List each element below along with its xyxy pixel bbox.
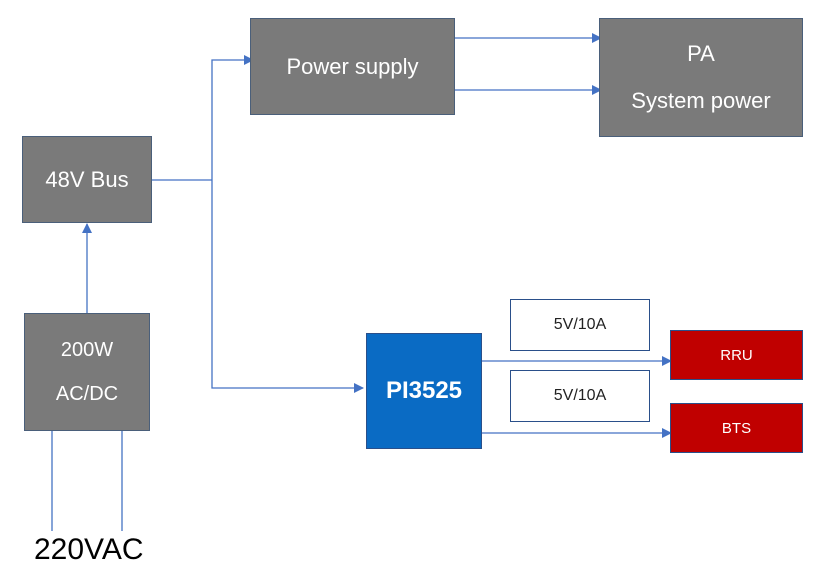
rating-top-label: 5V/10A	[553, 316, 607, 333]
acdc-type-label: AC/DC	[55, 382, 119, 405]
rru-label: RRU	[720, 346, 753, 364]
bts-label: BTS	[721, 419, 752, 437]
pa-block: PA System power	[599, 18, 803, 137]
rating-box-top: 5V/10A	[510, 299, 650, 351]
power-supply-label: Power supply	[286, 53, 419, 79]
rating-bottom-label: 5V/10A	[553, 387, 607, 404]
acdc-power-label: 200W	[60, 338, 114, 361]
power-supply-block: Power supply	[250, 18, 455, 115]
system-power-label: System power	[631, 87, 771, 113]
pi3525-block: PI3525	[366, 333, 482, 449]
bus-48v-block: 48V Bus	[22, 136, 152, 223]
bus-48v-label: 48V Bus	[45, 166, 129, 192]
acdc-block: 200W AC/DC	[24, 313, 150, 431]
rru-block: RRU	[670, 330, 803, 380]
bts-block: BTS	[670, 403, 803, 453]
branch-to-pi3525-arrow	[211, 180, 364, 393]
branch-to-power-supply-arrow	[211, 55, 254, 180]
input-voltage-label: 220VAC	[34, 533, 144, 566]
rating-box-bottom: 5V/10A	[510, 370, 650, 422]
pa-label: PA	[687, 41, 715, 67]
pi3525-label: PI3525	[385, 377, 463, 404]
